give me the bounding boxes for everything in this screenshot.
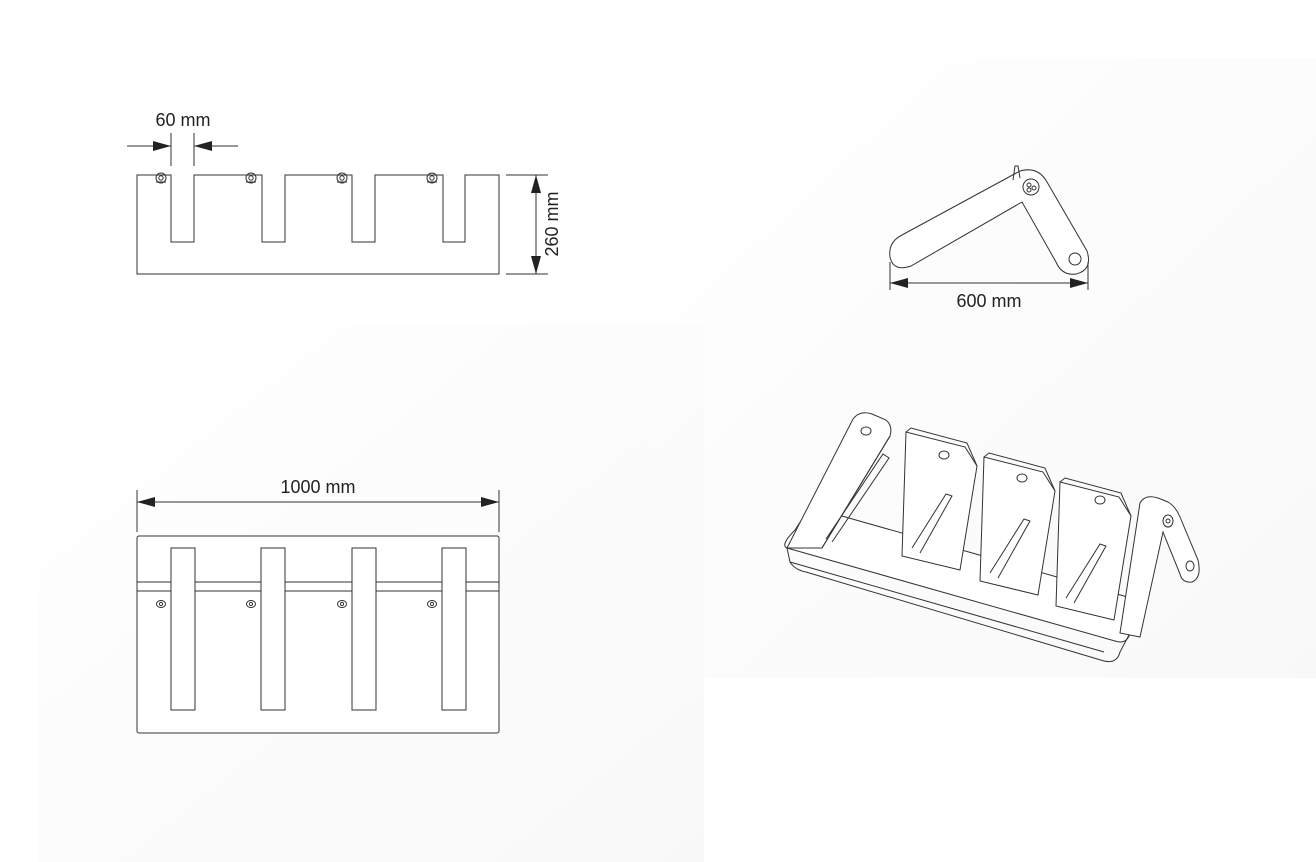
top-view: 1000 mm <box>136 477 500 734</box>
isometric-view <box>784 412 1200 663</box>
front-view-outline <box>136 174 500 275</box>
iso-slot-body <box>1055 481 1132 621</box>
bolt-icon <box>156 600 166 608</box>
length-label: 1000 mm <box>280 477 355 497</box>
bolt-icon <box>337 600 347 608</box>
bolt-icon <box>860 426 872 436</box>
iso-slot-body <box>979 456 1056 596</box>
side-view: 600 mm <box>889 165 1090 311</box>
length-dimension: 1000 mm <box>136 477 500 532</box>
bolt-icon <box>246 600 256 608</box>
bolt-icon <box>427 600 437 608</box>
height-dimension: 260 mm <box>506 174 562 275</box>
bolt-icon <box>1162 514 1174 528</box>
bolt-icon <box>245 172 257 184</box>
bolt-icon <box>1016 473 1028 483</box>
slot <box>260 547 286 711</box>
bolt-icon <box>938 450 950 460</box>
depth-label: 600 mm <box>956 291 1021 311</box>
pin-icon <box>1012 165 1021 181</box>
height-label: 260 mm <box>542 191 562 256</box>
iso-slot-body <box>901 431 978 571</box>
bolt-icon <box>426 172 438 184</box>
slot-width-dimension: 60 mm <box>127 110 238 166</box>
pivot-hole <box>1068 252 1082 266</box>
slot <box>351 547 377 711</box>
depth-dimension: 600 mm <box>889 262 1089 311</box>
slot-width-label: 60 mm <box>155 110 210 130</box>
slot <box>170 547 196 711</box>
front-view: 60 mm 260 mm <box>127 110 562 275</box>
top-view-outline <box>136 535 500 734</box>
iso-right-bracket <box>1119 496 1200 638</box>
slot <box>441 547 467 711</box>
pivot-hole <box>1185 560 1195 572</box>
iso-left-bracket <box>786 412 892 549</box>
bolt-icon <box>1094 495 1106 505</box>
side-view-outline <box>889 169 1090 275</box>
bolt-icon <box>155 172 167 184</box>
bolt-icon <box>1022 178 1040 196</box>
bolt-icon <box>336 172 348 184</box>
